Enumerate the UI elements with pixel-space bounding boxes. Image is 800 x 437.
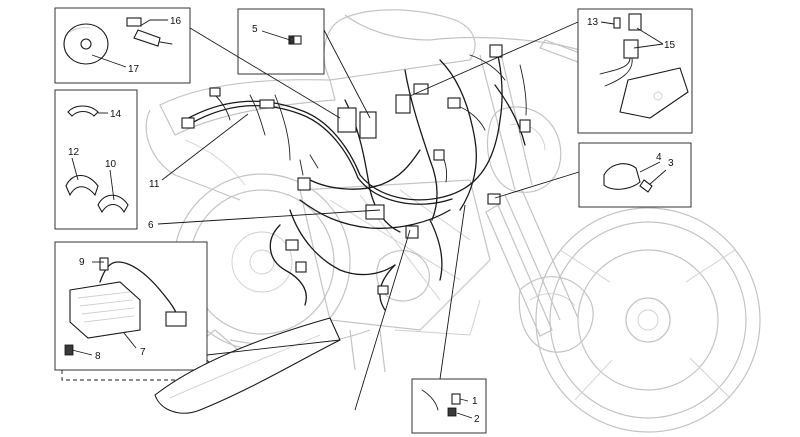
washer-2-part xyxy=(447,407,457,417)
connector-block xyxy=(447,97,461,109)
callout-9: 9 xyxy=(79,257,85,268)
fuse-small-part xyxy=(613,17,621,29)
inset-fuse xyxy=(237,8,325,75)
connector-block xyxy=(209,87,221,97)
leader-lines xyxy=(71,19,667,419)
handlebar-outline xyxy=(429,36,587,63)
nut-8-part xyxy=(64,344,74,356)
callout-6: 6 xyxy=(148,220,154,231)
connector-block xyxy=(297,177,311,191)
connector-block xyxy=(489,44,503,58)
connector-block xyxy=(285,239,299,251)
callout-14: 14 xyxy=(110,109,122,120)
ecu-connector xyxy=(365,204,385,220)
callout-3: 3 xyxy=(668,158,674,169)
callout-11: 11 xyxy=(149,179,160,190)
callout-16: 16 xyxy=(170,16,182,27)
engine-frame-outline xyxy=(299,179,491,373)
sensor-1-part xyxy=(451,393,461,405)
clamp-12-part xyxy=(65,174,99,197)
connector-block xyxy=(181,117,195,129)
callout-12: 12 xyxy=(68,147,80,158)
callout-13: 13 xyxy=(587,17,599,28)
screw-3-part xyxy=(639,179,653,193)
inset-regulator xyxy=(54,241,208,371)
connector-block xyxy=(487,193,501,205)
fuel-tank-outline xyxy=(323,9,476,81)
callout-15: 15 xyxy=(664,40,676,51)
callout-10: 10 xyxy=(105,159,117,170)
regulator-connector xyxy=(165,311,187,327)
connector-block xyxy=(259,99,275,109)
seat-tail-outline xyxy=(145,79,336,201)
connector-block xyxy=(519,119,531,133)
bracket-part xyxy=(619,67,689,119)
callout-4: 4 xyxy=(656,152,662,163)
connector-block xyxy=(395,94,411,114)
voltage-regulator-part xyxy=(69,281,141,339)
sensor-4-part xyxy=(603,163,641,190)
connector-block xyxy=(433,149,445,161)
key-sensor-part xyxy=(126,17,173,47)
callout-5: 5 xyxy=(252,24,258,35)
headlight-outline xyxy=(486,106,562,193)
relay-part xyxy=(628,13,642,31)
front-fork-outline xyxy=(479,49,579,337)
clamp-10-part xyxy=(97,194,129,214)
inset-cd-keyswitch xyxy=(54,7,191,84)
callout-2: 2 xyxy=(474,414,480,425)
front-brake-outline xyxy=(518,276,594,353)
callout-7: 7 xyxy=(140,347,146,358)
front-wheel-outline xyxy=(535,207,761,433)
clamp-14-part xyxy=(67,105,99,117)
inset-sensor xyxy=(578,142,692,208)
connector-block xyxy=(405,225,419,239)
relay-box xyxy=(337,107,357,133)
bracket-lower xyxy=(61,317,341,414)
callout-numbers: 1 2 3 4 5 6 7 8 9 10 11 12 13 14 15 16 1… xyxy=(68,16,676,425)
callout-17: 17 xyxy=(128,64,140,75)
fuse-box xyxy=(359,111,377,139)
connector-block xyxy=(413,83,429,95)
connector-block xyxy=(377,285,389,295)
relay-connector-part xyxy=(623,39,639,59)
callout-1: 1 xyxy=(472,396,478,407)
callout-8: 8 xyxy=(95,351,101,362)
inset-clamps xyxy=(54,89,138,230)
inset-relay-bracket xyxy=(577,8,693,134)
main-wiring-harness xyxy=(181,44,531,311)
connector-block xyxy=(295,261,307,273)
bolt-9-part xyxy=(99,257,109,271)
